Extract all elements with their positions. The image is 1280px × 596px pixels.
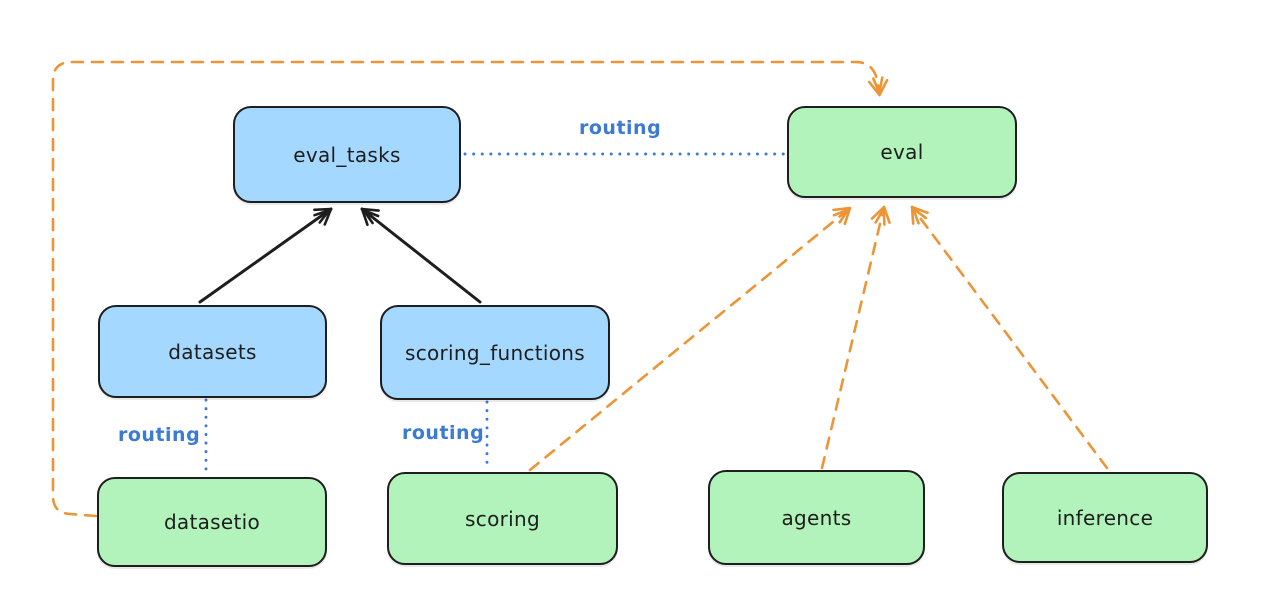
node-agents: agents — [708, 470, 925, 565]
node-scoring-functions-label: scoring_functions — [404, 340, 586, 365]
node-datasetio-label: datasetio — [163, 510, 261, 534]
edge-scoring-to-eval — [528, 206, 852, 472]
edge-inference-to-eval — [910, 205, 1109, 470]
node-eval-label: eval — [880, 140, 924, 164]
node-inference: inference — [1002, 472, 1208, 563]
node-scoring-label: scoring — [465, 506, 540, 531]
node-eval: eval — [787, 106, 1017, 198]
edge-agents-to-eval — [820, 205, 891, 470]
edge-datasets-to-eval-tasks — [198, 207, 333, 304]
node-inference-label: inference — [1056, 505, 1154, 530]
node-agents-label: agents — [781, 505, 852, 530]
node-datasets: datasets — [98, 305, 327, 398]
node-scoring-functions: scoring_functions — [380, 305, 610, 400]
node-datasetio: datasetio — [97, 477, 327, 567]
node-scoring: scoring — [387, 472, 618, 565]
node-datasets-label: datasets — [168, 339, 257, 364]
node-eval-tasks-label: eval_tasks — [293, 142, 401, 167]
routing-label-scoring-functions-scoring: routing — [402, 422, 485, 444]
edge-datasetio-to-eval — [51, 60, 889, 518]
routing-label-eval-tasks-eval: routing — [579, 117, 662, 139]
edge-scoring-functions-to-eval-tasks — [360, 207, 482, 304]
node-eval-tasks: eval_tasks — [233, 106, 461, 203]
routing-label-datasets-datasetio: routing — [118, 424, 201, 446]
